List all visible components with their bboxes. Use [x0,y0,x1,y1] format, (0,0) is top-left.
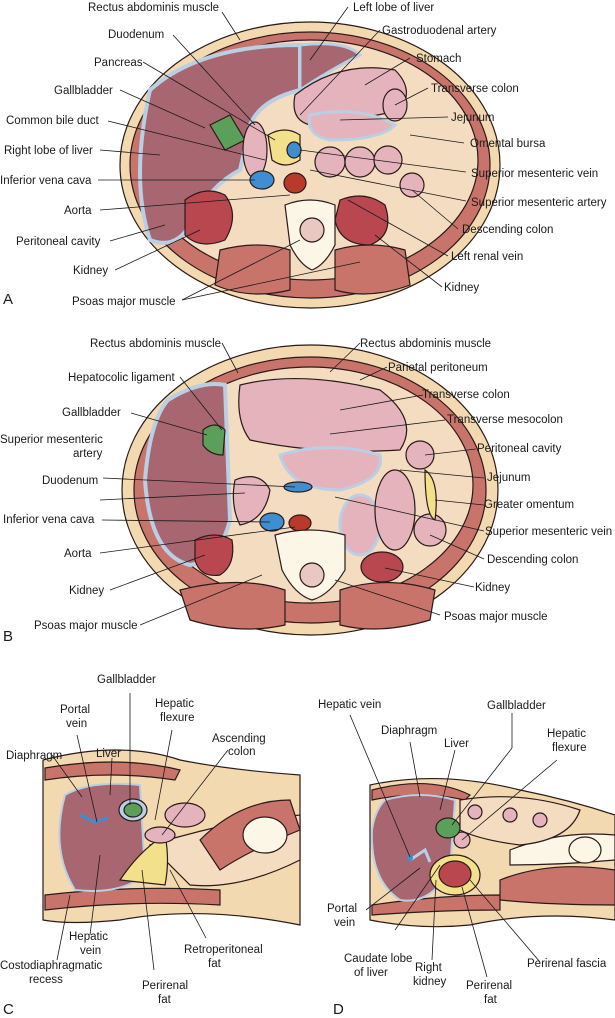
label-parietal-peritoneum: Parietal peritoneum [388,362,488,374]
label-kidney-b-right: Kidney [69,585,104,597]
label-sma-b-line1: Superior mesenteric [0,434,103,446]
label-peritoneal-cavity-a: Peritoneal cavity [16,236,101,248]
label-portal-vein-c-line1: Portal [60,704,90,716]
label-right-kidney-line2: kidney [413,976,446,988]
panel-c-labels: Gallbladder Portal vein Hepatic flexure … [0,674,266,1018]
panel-c-illustration [42,749,301,926]
label-aorta-b: Aorta [64,548,92,560]
label-portal-vein-d-line1: Portal [327,903,357,915]
label-kidney-b-left: Kidney [475,582,510,594]
label-rectus-abdominis-b-left: Rectus abdominis muscle [90,338,221,350]
label-perirenal-fat-d-line2: fat [484,994,498,1006]
label-kidney-a-right: Kidney [73,265,108,277]
label-common-bile-duct: Common bile duct [6,115,99,127]
label-liver-c: Liver [96,748,121,760]
panel-letter-b: B [3,628,13,645]
label-diaphragm-c: Diaphragm [6,750,62,762]
label-jejunum-b: Jejunum [487,472,530,484]
label-hepatocolic-ligament: Hepatocolic ligament [68,372,176,384]
label-pancreas-a: Pancreas [94,57,143,69]
label-omental-bursa: Omental bursa [470,138,546,150]
label-transverse-colon-a: Transverse colon [431,83,519,95]
label-transverse-mesocolon: Transverse mesocolon [447,414,563,426]
panel-letter-c: C [3,1001,14,1018]
label-psoas-b-left: Psoas major muscle [34,620,138,632]
label-perirenal-fat-c-line2: fat [158,994,172,1006]
label-gallbladder-d: Gallbladder [487,700,546,712]
label-perirenal-fat-c-line1: Perirenal [142,980,188,992]
label-psoas-a: Psoas major muscle [72,296,176,308]
label-peritoneal-cavity-b: Peritoneal cavity [477,443,562,455]
label-descending-colon-a: Descending colon [462,224,553,236]
label-portal-vein-c-line2: vein [66,718,87,730]
label-gallbladder-c: Gallbladder [97,674,156,686]
label-perirenal-fascia: Perirenal fascia [527,958,607,970]
panel-d-leaders [349,713,558,978]
label-liver-d: Liver [444,738,469,750]
label-retroperitoneal-fat-line1: Retroperitoneal [184,944,263,956]
label-psoas-b-right: Psoas major muscle [444,611,548,623]
label-sma-b-line2: artery [73,448,103,460]
label-duodenum-b: Duodenum [42,475,98,487]
panel-b-leaders [99,342,485,626]
label-retroperitoneal-fat-line2: fat [208,958,222,970]
panel-d-illustration [369,778,615,928]
label-hepatic-flexure-c-line2: flexure [160,712,195,724]
label-ivc-b: Inferior vena cava [3,514,95,526]
label-ascending-colon-line2: colon [228,746,256,758]
panel-b-labels: Rectus abdominis muscle Hepatocolic liga… [0,338,612,645]
label-perirenal-fat-d-line1: Perirenal [466,980,512,992]
panel-b-illustration [121,344,499,636]
label-costodiaphragmatic-recess-line2: recess [29,974,63,986]
panel-a-leaders [98,6,467,301]
panel-d-labels: Hepatic vein Gallbladder Diaphragm Liver… [318,699,607,1018]
panel-a-illustration [119,21,501,309]
label-gastroduodenal-artery: Gastroduodenal artery [382,25,497,37]
label-smv-b: Superior mesenteric vein [485,526,612,538]
label-ascending-colon-line1: Ascending [212,733,266,745]
panel-letter-d: D [333,1001,344,1018]
panel-a-labels: Rectus abdominis muscle Duodenum Pancrea… [0,2,607,308]
label-smv-a: Superior mesenteric vein [471,168,598,180]
label-left-lobe-liver: Left lobe of liver [353,2,434,14]
label-duodenum-a: Duodenum [108,29,164,41]
panel-c-leaders [51,693,229,971]
label-diaphragm-d: Diaphragm [381,725,437,737]
label-hepatic-vein-d: Hepatic vein [318,699,381,711]
label-right-kidney-line1: Right [415,962,443,974]
label-gallbladder-b: Gallbladder [62,407,121,419]
label-aorta-a: Aorta [64,205,92,217]
label-ivc-a: Inferior vena cava [0,175,92,187]
label-costodiaphragmatic-recess-line1: Costodiaphragmatic [0,960,103,972]
label-greater-omentum: Greater omentum [484,499,574,511]
label-gallbladder-a: Gallbladder [54,85,113,97]
label-rectus-abdominis-b-right: Rectus abdominis muscle [360,338,491,350]
label-caudate-lobe-line2: of liver [354,967,388,979]
label-hepatic-vein-c-line1: Hepatic [69,931,108,943]
label-caudate-lobe-line1: Caudate lobe [344,953,412,965]
label-portal-vein-d-line2: vein [334,917,355,929]
label-descending-colon-b: Descending colon [487,554,578,566]
label-stomach: Stomach [416,53,461,65]
label-hepatic-vein-c-line2: vein [80,945,101,957]
label-rectus-abdominis-a: Rectus abdominis muscle [88,2,219,14]
label-hepatic-flexure-d-line2: flexure [552,742,587,754]
label-kidney-a-left: Kidney [444,282,479,294]
label-left-renal-vein: Left renal vein [451,251,523,263]
label-right-lobe-liver: Right lobe of liver [4,145,93,157]
label-hepatic-flexure-d-line1: Hepatic [547,728,586,740]
label-jejunum-a: Jejunum [451,112,494,124]
label-sma-a: Superior mesenteric artery [471,197,607,209]
label-transverse-colon-b: Transverse colon [422,389,510,401]
label-hepatic-flexure-c-line1: Hepatic [155,698,194,710]
panel-letter-a: A [3,291,13,308]
